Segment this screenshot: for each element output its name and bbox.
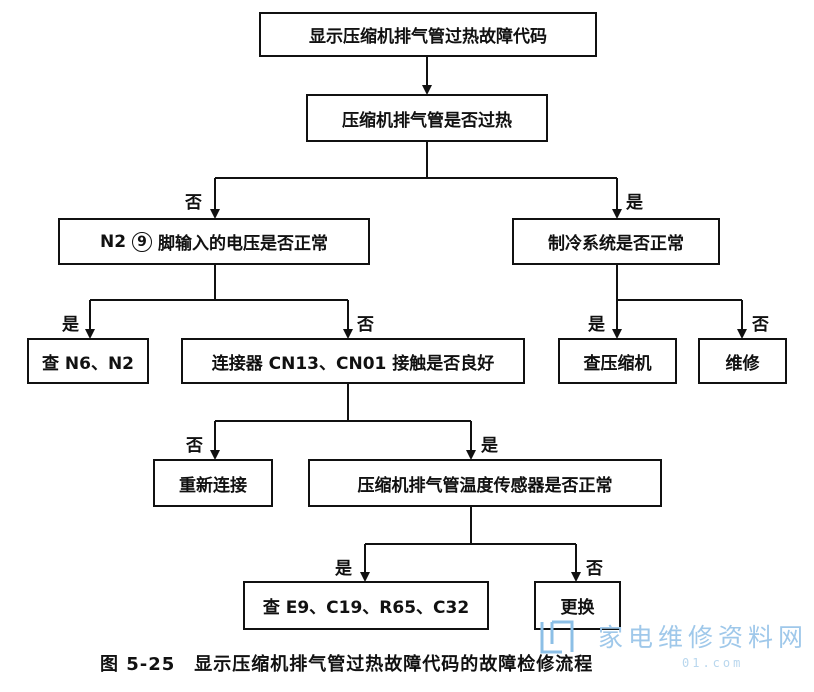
watermark-url: 01.com [682, 656, 744, 670]
pin-number-badge: 9 [132, 231, 153, 252]
node-check-n6-n2: 查 N6、N2 [27, 338, 149, 384]
label-no-overheat: 否 [185, 193, 202, 213]
label-yes-overheat: 是 [626, 193, 643, 213]
label-no-sensor: 否 [586, 559, 603, 579]
node-cooling-check: 制冷系统是否正常 [512, 218, 720, 265]
label-yes-cooling: 是 [588, 315, 605, 335]
node-connector-check: 连接器 CN13、CN01 接触是否良好 [181, 338, 525, 384]
node-check-compressor: 查压缩机 [558, 338, 677, 384]
node-sensor-check: 压缩机排气管温度传感器是否正常 [308, 459, 662, 507]
node-reconnect: 重新连接 [153, 459, 273, 507]
label-no-n2: 否 [357, 315, 374, 335]
label-no-cooling: 否 [752, 315, 769, 335]
node-display-code: 显示压缩机排气管过热故障代码 [259, 12, 597, 57]
label-yes-n2: 是 [62, 315, 79, 335]
node-replace: 更换 [534, 581, 621, 630]
figure-caption: 图 5-25 显示压缩机排气管过热故障代码的故障检修流程 [100, 654, 594, 675]
watermark-logo-icon [540, 620, 574, 654]
node-check-parts: 查 E9、C19、R65、C32 [243, 581, 489, 630]
label-yes-connector: 是 [481, 436, 498, 456]
node-repair: 维修 [698, 338, 787, 384]
label-yes-sensor: 是 [335, 559, 352, 579]
label-no-connector: 否 [186, 436, 203, 456]
watermark-text: 家电维修资料网 [598, 623, 809, 652]
node-overheat-check: 压缩机排气管是否过热 [306, 94, 548, 142]
node-n2-voltage: N2 9 脚输入的电压是否正常 [58, 218, 370, 265]
